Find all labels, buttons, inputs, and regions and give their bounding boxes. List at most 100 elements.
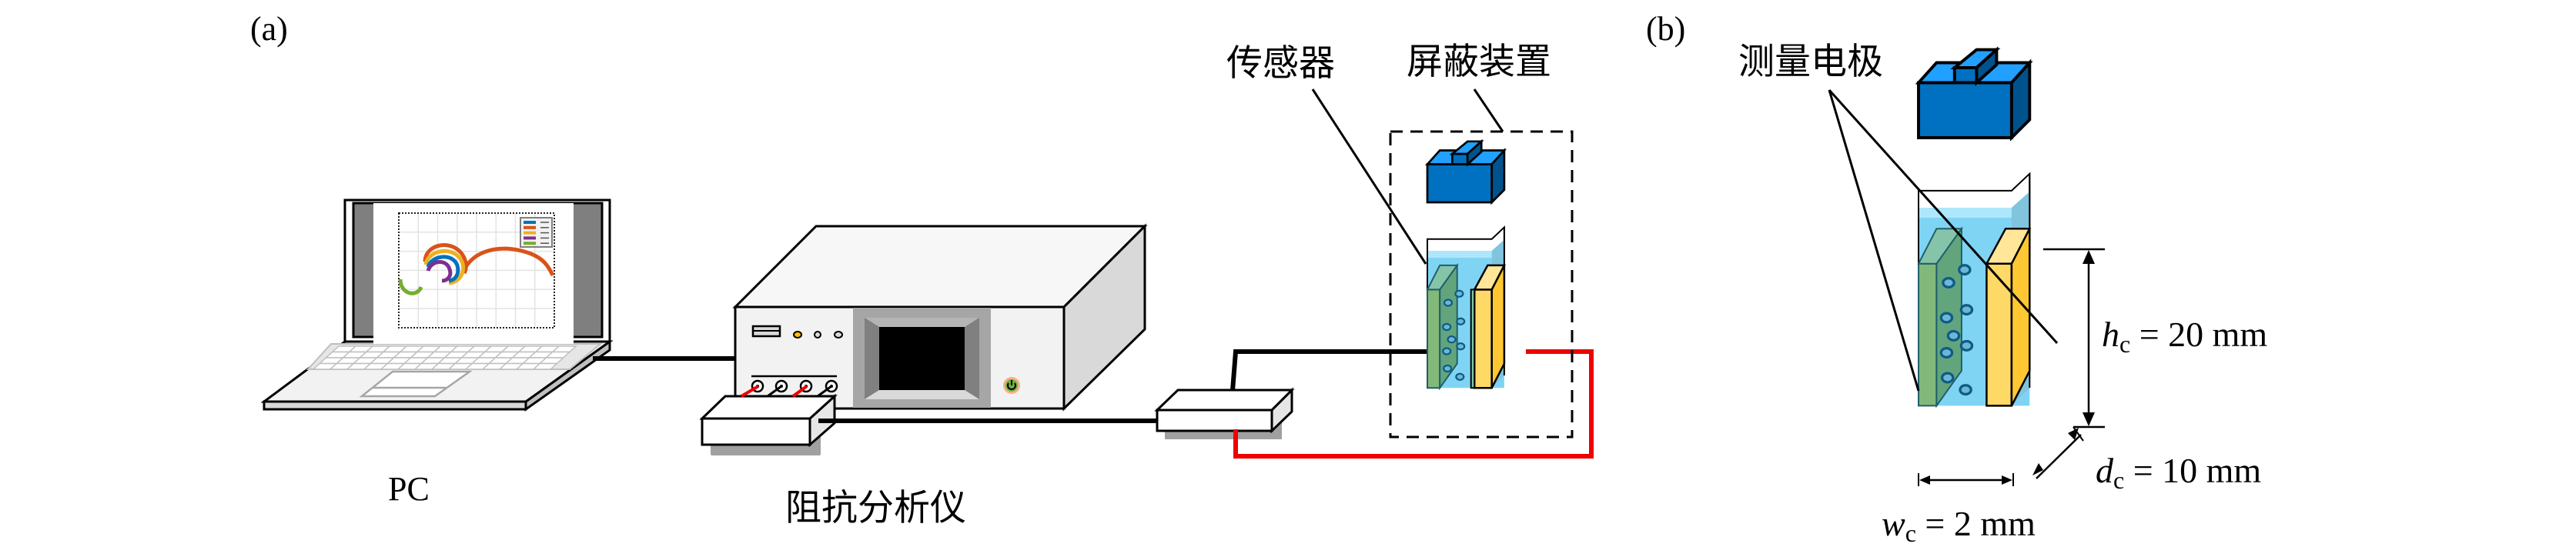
- height-symbol: h: [2102, 315, 2119, 354]
- width-subscript: c: [1905, 519, 1916, 547]
- width-dimension: [1918, 473, 2014, 486]
- laptop-pc: [260, 198, 736, 412]
- indicator-led-yellow: [793, 331, 802, 339]
- depth-dim-line: [2036, 434, 2082, 479]
- sensor-cable-red: [1233, 349, 1594, 459]
- test-fixture-box: [699, 385, 838, 455]
- liquid-surface: [1919, 192, 2030, 218]
- plot-series-orange-tail: [462, 246, 555, 277]
- height-subscript: c: [2119, 330, 2130, 358]
- cell-particle: [1959, 304, 1974, 316]
- depth-value: = 10 mm: [2124, 451, 2261, 490]
- black-lead-2: [817, 385, 832, 398]
- cell-particle: [1940, 372, 1955, 384]
- yellow-electrode-side: [1490, 265, 1506, 389]
- cap-side: [1490, 147, 1506, 205]
- cell-particle: [1454, 289, 1464, 298]
- impedance-analyzer: [732, 223, 1148, 412]
- display-bevel-bottom: [865, 390, 979, 399]
- sensor-leader-line: [1311, 88, 1427, 265]
- width-arrow-left: [1919, 475, 1930, 485]
- depth-dimension: [2032, 426, 2084, 479]
- yellow-electrode-side: [2010, 228, 2031, 406]
- cell-particle: [1442, 347, 1452, 355]
- panel-b-label: (b): [1646, 10, 1685, 48]
- height-arrow-up: [2083, 250, 2095, 264]
- height-value: = 20 mm: [2130, 315, 2267, 354]
- yellow-electrode-front: [1473, 289, 1493, 389]
- yellow-electrode-front: [1986, 262, 2013, 407]
- electrode-leader-right: [1828, 88, 2059, 345]
- sensor-label: 传感器: [1226, 42, 1335, 85]
- cell-particle: [1959, 384, 1972, 396]
- display-bevel-top: [865, 318, 979, 327]
- shield-leader-line: [1473, 88, 1504, 132]
- depth-dim-tick: [2073, 426, 2084, 442]
- width-value: = 2 mm: [1916, 504, 2036, 543]
- cell-particle: [1456, 342, 1466, 351]
- sensor-cable-black: [1230, 349, 1429, 392]
- plot-series-yellow: [423, 248, 466, 285]
- thin-electrode-plate: [1470, 289, 1476, 389]
- cap-tab-front: [1952, 66, 1979, 85]
- analyzer-label: 阻抗分析仪: [785, 487, 966, 529]
- analyzer-display: [879, 327, 965, 390]
- keyboard-key: [532, 362, 559, 370]
- cap-front: [1426, 163, 1494, 204]
- power-button[interactable]: [1003, 377, 1020, 394]
- depth-annotation: dc = 10 mm: [2096, 451, 2261, 494]
- black-lead-1: [767, 385, 782, 398]
- width-arrow-right: [2002, 475, 2012, 485]
- cell-particle: [1942, 277, 1955, 289]
- cap-tab-front: [1451, 152, 1469, 165]
- depth-arrow-front: [2032, 463, 2043, 475]
- cell-particle: [1939, 312, 1954, 324]
- indicator-led-2: [814, 331, 821, 339]
- sensor-cell-large: [1915, 46, 2033, 409]
- width-symbol: w: [1882, 504, 1905, 543]
- screen-plot: [398, 212, 555, 329]
- cell-particle: [1455, 372, 1465, 381]
- cell-particle: [1958, 264, 1972, 276]
- cell-particle: [1939, 347, 1954, 359]
- cell-particle: [1959, 339, 1974, 352]
- green-electrode-front: [1918, 262, 1938, 407]
- junction-front: [1156, 409, 1273, 432]
- electrode-leader-left: [1828, 89, 1920, 392]
- green-electrode-front: [1427, 289, 1441, 389]
- depth-subscript: c: [2113, 466, 2124, 494]
- fixture-front: [701, 417, 811, 446]
- cell-particle: [1442, 322, 1452, 332]
- liquid-surface: [1427, 239, 1504, 258]
- cell-particle: [1443, 299, 1454, 307]
- cap-front: [1917, 81, 2013, 139]
- depth-arrow-back: [2068, 428, 2079, 440]
- cell-particle: [1447, 335, 1457, 344]
- cell-particle: [1443, 364, 1453, 373]
- shielding-enclosure: [1389, 130, 1574, 439]
- keyboard-keys: [312, 345, 577, 370]
- width-annotation: wc = 2 mm: [1882, 504, 2036, 547]
- display-bevel-right: [965, 318, 979, 399]
- cell-particle: [1456, 317, 1466, 325]
- indicator-led-3: [834, 331, 843, 339]
- height-annotation: hc = 20 mm: [2102, 315, 2267, 358]
- cap-tab-side: [1466, 138, 1483, 167]
- plot-series-purple: [426, 260, 453, 283]
- cap-tab-side: [1975, 46, 1999, 86]
- display-bevel-left: [865, 318, 879, 399]
- trackpad: [359, 370, 473, 398]
- sensor-cell-small: [1424, 138, 1507, 391]
- junction-top: [1154, 389, 1295, 412]
- panel-a-label: (a): [250, 10, 288, 48]
- plot-series-green: [398, 279, 423, 295]
- power-icon: [1007, 380, 1016, 390]
- cap-side: [2009, 58, 2032, 142]
- junction-box: [1154, 387, 1295, 439]
- shield-label: 屏蔽装置: [1407, 41, 1551, 83]
- depth-symbol: d: [2096, 451, 2114, 490]
- plot-series-blue: [426, 255, 460, 283]
- cell-particle: [1946, 329, 1961, 342]
- pc-label: PC: [388, 470, 430, 508]
